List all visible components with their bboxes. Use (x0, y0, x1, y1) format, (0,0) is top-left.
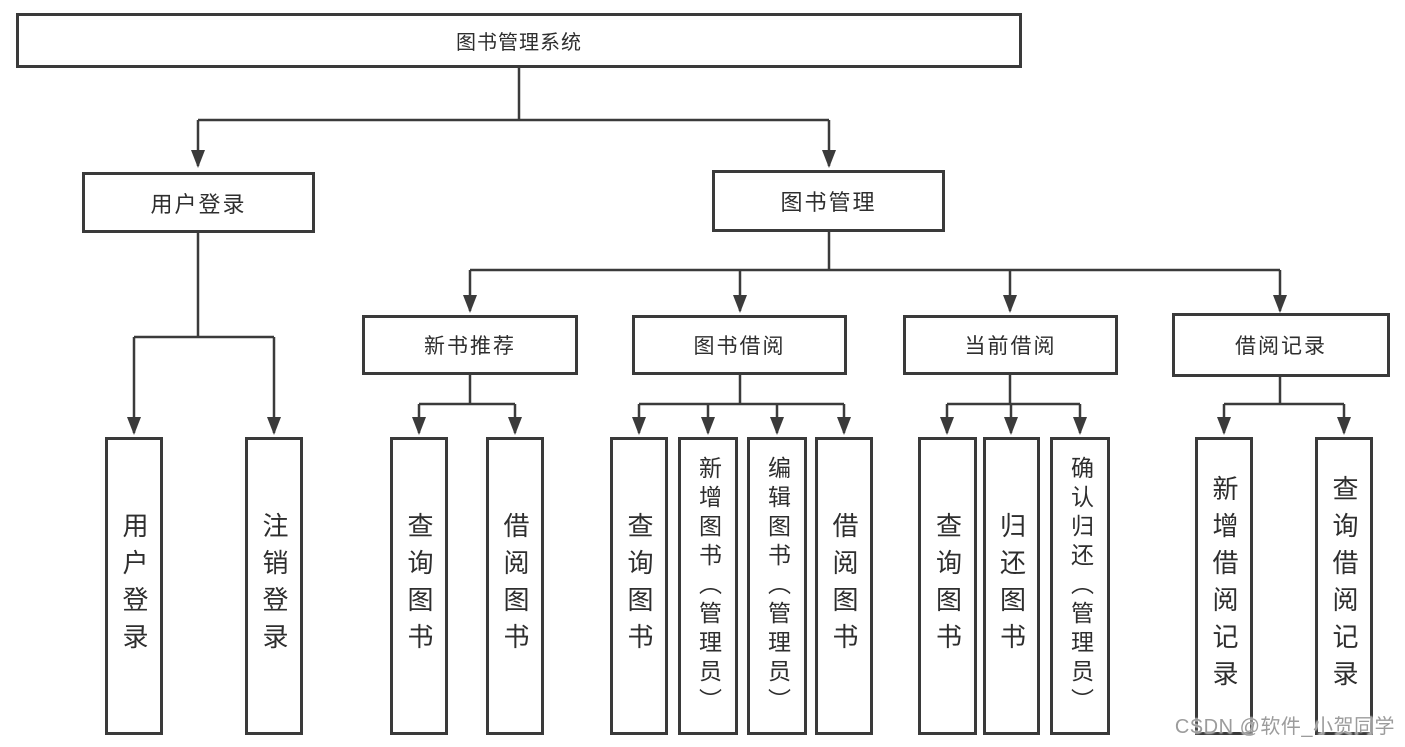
node-new-book-recommend: 新书推荐 (362, 315, 578, 375)
node-current-borrow: 当前借阅 (903, 315, 1118, 375)
csdn-watermark: CSDN @软件_小贺同学 (1174, 716, 1395, 738)
node-leaf-query-borrow-record: 查询借阅记录 (1315, 437, 1373, 735)
node-leaf-return-books: 归还图书 (983, 437, 1040, 735)
node-leaf-query-books-recommend: 查询图书 (390, 437, 448, 735)
node-leaf-add-books-admin: 新增图书（管理员） (678, 437, 738, 735)
node-leaf-query-books-current: 查询图书 (918, 437, 977, 735)
node-book-management: 图书管理 (712, 170, 945, 232)
node-book-borrow: 图书借阅 (632, 315, 847, 375)
node-leaf-borrow-books: 借阅图书 (815, 437, 873, 735)
node-borrow-records: 借阅记录 (1172, 313, 1390, 377)
node-user-login: 用户登录 (82, 172, 315, 233)
node-leaf-edit-books-admin: 编辑图书（管理员） (747, 437, 807, 735)
node-leaf-confirm-return-admin: 确认归还（管理员） (1050, 437, 1110, 735)
node-leaf-borrow-books-recommend: 借阅图书 (486, 437, 544, 735)
node-leaf-query-books-borrow: 查询图书 (610, 437, 668, 735)
node-leaf-logout: 注销登录 (245, 437, 303, 735)
node-leaf-add-borrow-record: 新增借阅记录 (1195, 437, 1253, 735)
node-root-library-system: 图书管理系统 (16, 13, 1022, 68)
node-leaf-user-login: 用户登录 (105, 437, 163, 735)
